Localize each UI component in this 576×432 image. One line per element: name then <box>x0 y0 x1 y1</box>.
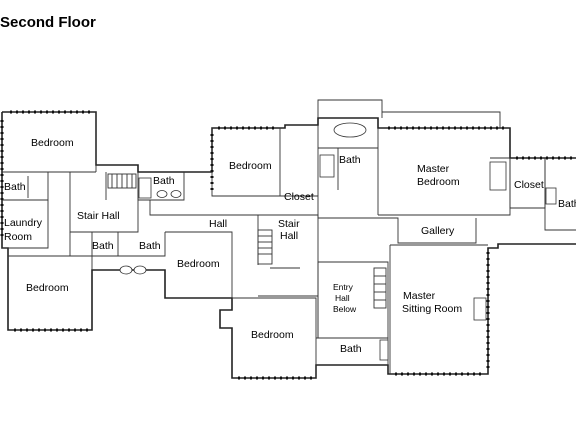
label-laundry-2: Room <box>4 231 32 243</box>
label-bath-e: Bath <box>558 198 576 210</box>
label-bath-c: Bath <box>153 175 175 187</box>
label-stair-hall-c-2: Hall <box>280 230 298 242</box>
vanity-e <box>489 161 507 191</box>
bath-tub-c <box>138 177 152 199</box>
sink-c1 <box>156 190 168 198</box>
room-labels: Bedroom Bath Laundry Room Stair Hall Bat… <box>4 137 576 355</box>
label-master-bedroom-2: Bedroom <box>417 176 460 188</box>
fixtures <box>119 122 557 361</box>
toilet-e <box>545 187 557 205</box>
label-bath-sw1: Bath <box>92 240 114 252</box>
master-tub <box>333 122 367 138</box>
label-bedroom-nw: Bedroom <box>31 137 74 149</box>
label-entry-3: Below <box>333 304 357 314</box>
label-master-bedroom-1: Master <box>417 163 450 175</box>
label-gallery: Gallery <box>421 225 455 237</box>
tub-s <box>379 339 389 361</box>
stairs <box>107 173 387 309</box>
label-bedroom-c: Bedroom <box>177 258 220 270</box>
sink-sw2 <box>133 265 147 275</box>
label-bath-master: Bath <box>339 154 361 166</box>
label-entry-1: Entry <box>333 282 354 292</box>
label-hall: Hall <box>209 218 227 230</box>
label-bath-w: Bath <box>4 181 26 193</box>
sink-sw1 <box>119 265 133 275</box>
windows <box>0 110 572 380</box>
fireplace <box>473 297 487 321</box>
label-stair-hall-c-1: Stair <box>278 218 300 230</box>
sink-c2 <box>170 190 182 198</box>
label-bath-sw2: Bath <box>139 240 161 252</box>
interior-walls <box>2 112 576 378</box>
label-bedroom-n: Bedroom <box>229 160 272 172</box>
label-closet-e: Closet <box>514 179 544 191</box>
master-shower <box>319 154 335 178</box>
label-stair-hall-w: Stair Hall <box>77 210 120 222</box>
label-closet-c: Closet <box>284 191 314 203</box>
label-bedroom-sw: Bedroom <box>26 282 69 294</box>
label-entry-2: Hall <box>335 293 350 303</box>
label-bedroom-s: Bedroom <box>251 329 294 341</box>
page-title: Second Floor <box>0 14 96 31</box>
label-bath-s: Bath <box>340 343 362 355</box>
label-laundry-1: Laundry <box>4 217 43 229</box>
label-master-sitting-2: Sitting Room <box>402 303 462 315</box>
label-master-sitting-1: Master <box>403 290 436 302</box>
